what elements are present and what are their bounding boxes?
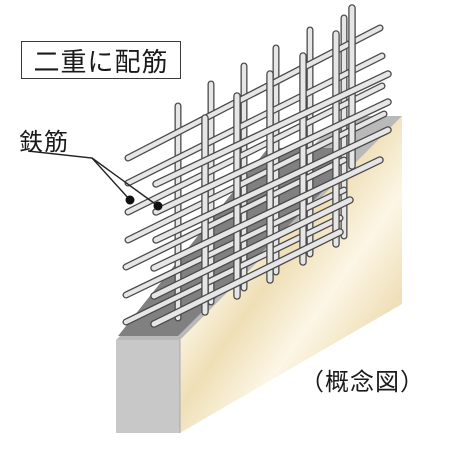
callout-leader-line bbox=[27, 150, 131, 201]
rebar-horizontal-front bbox=[150, 196, 354, 300]
callout-marker-icon bbox=[153, 201, 163, 211]
rebar-horizontal-front bbox=[152, 126, 392, 244]
rebar-cage bbox=[122, 4, 392, 328]
wall-front-face bbox=[116, 340, 180, 433]
diagram-title: 二重に配筋 bbox=[21, 41, 181, 79]
rebar-horizontal-back bbox=[124, 110, 388, 244]
rebar-label: 鉄筋 bbox=[19, 128, 69, 156]
rebar-callout bbox=[27, 150, 163, 211]
callout-leader-line bbox=[91, 157, 159, 207]
rebar-horizontal-front bbox=[150, 228, 344, 328]
callout-marker-icon bbox=[125, 195, 135, 205]
rebar-horizontal-front bbox=[150, 156, 384, 272]
concept-note: （概念図） bbox=[300, 368, 425, 396]
rebar-horizontal-front bbox=[152, 70, 392, 188]
rebar-horizontal-front bbox=[152, 98, 392, 216]
